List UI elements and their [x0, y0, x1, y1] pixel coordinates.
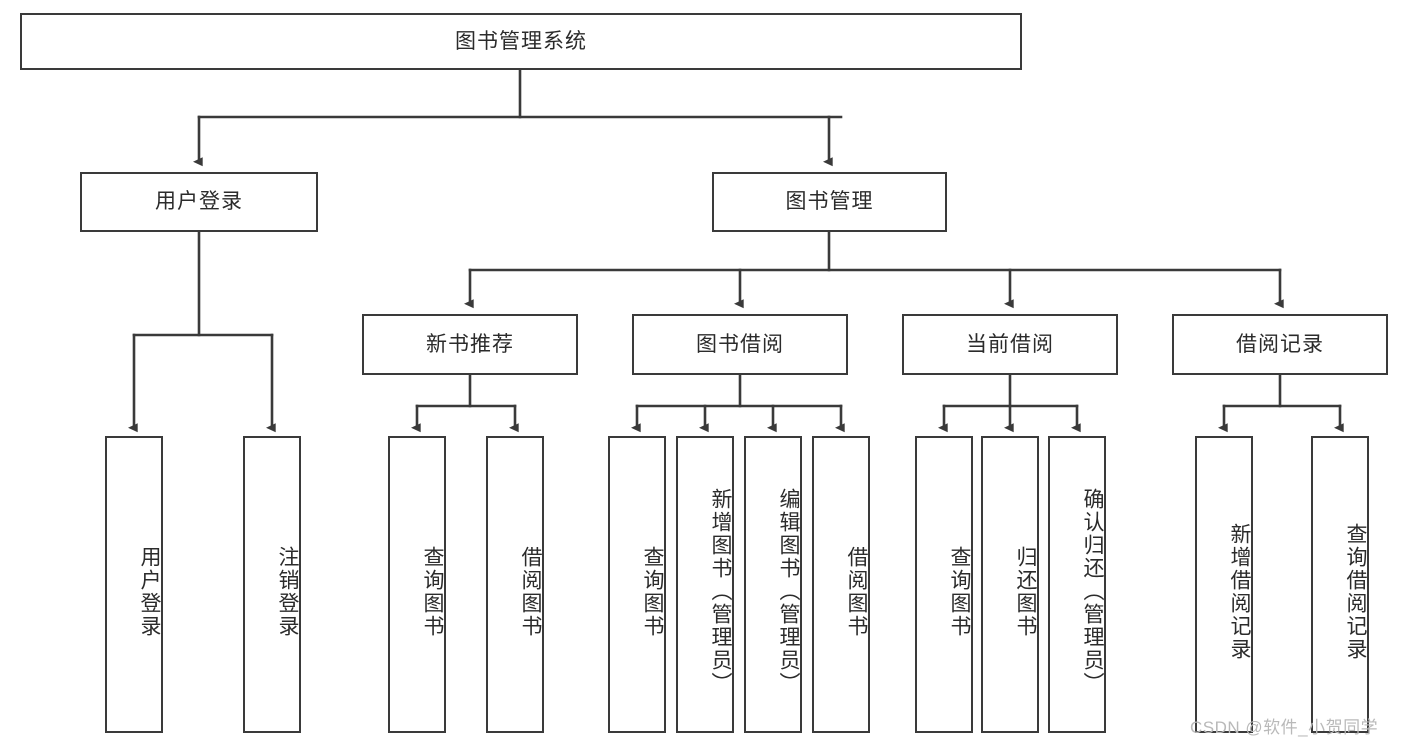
node-label: 查询图书	[948, 545, 971, 638]
leaf-book-borrow-edit[interactable]: 编辑图书（管理员）	[744, 436, 802, 733]
node-label: 新增图书（管理员）	[709, 488, 732, 695]
node-user-login[interactable]: 用户登录	[80, 172, 318, 232]
node-label: 借阅图书	[519, 545, 542, 638]
leaf-book-borrow-add[interactable]: 新增图书（管理员）	[676, 436, 734, 733]
node-label: 查询图书	[421, 545, 444, 638]
leaf-book-borrow-lend[interactable]: 借阅图书	[812, 436, 870, 733]
node-label: 借阅记录	[1236, 332, 1324, 356]
leaf-new-book-borrow[interactable]: 借阅图书	[486, 436, 544, 733]
leaf-current-borrow-query[interactable]: 查询图书	[915, 436, 973, 733]
node-label: 确认归还（管理员）	[1081, 488, 1104, 695]
node-label: 图书借阅	[696, 332, 784, 356]
node-label: 借阅图书	[845, 545, 868, 638]
leaf-user-login-signin[interactable]: 用户登录	[105, 436, 163, 733]
node-label: 归还图书	[1014, 545, 1037, 638]
node-root-system[interactable]: 图书管理系统	[20, 13, 1022, 70]
node-label: 新增借阅记录	[1228, 522, 1251, 661]
leaf-borrow-record-query[interactable]: 查询借阅记录	[1311, 436, 1369, 733]
leaf-book-borrow-query[interactable]: 查询图书	[608, 436, 666, 733]
node-label: 用户登录	[155, 190, 243, 214]
node-label: 当前借阅	[966, 332, 1054, 356]
node-new-book-recommend[interactable]: 新书推荐	[362, 314, 578, 375]
node-label: 编辑图书（管理员）	[777, 488, 800, 695]
node-label: 用户登录	[138, 545, 161, 638]
leaf-user-login-signout[interactable]: 注销登录	[243, 436, 301, 733]
node-label: 图书管理系统	[455, 29, 587, 53]
node-book-borrow[interactable]: 图书借阅	[632, 314, 848, 375]
node-borrow-record[interactable]: 借阅记录	[1172, 314, 1388, 375]
leaf-new-book-query[interactable]: 查询图书	[388, 436, 446, 733]
node-label: 新书推荐	[426, 332, 514, 356]
node-label: 图书管理	[785, 190, 874, 214]
node-label: 查询图书	[641, 545, 664, 638]
node-current-borrow[interactable]: 当前借阅	[902, 314, 1118, 375]
node-label: 注销登录	[276, 545, 299, 638]
node-label: 查询借阅记录	[1344, 522, 1367, 661]
leaf-current-borrow-confirm[interactable]: 确认归还（管理员）	[1048, 436, 1106, 733]
leaf-borrow-record-add[interactable]: 新增借阅记录	[1195, 436, 1253, 733]
leaf-current-borrow-return[interactable]: 归还图书	[981, 436, 1039, 733]
node-book-management[interactable]: 图书管理	[712, 172, 947, 232]
